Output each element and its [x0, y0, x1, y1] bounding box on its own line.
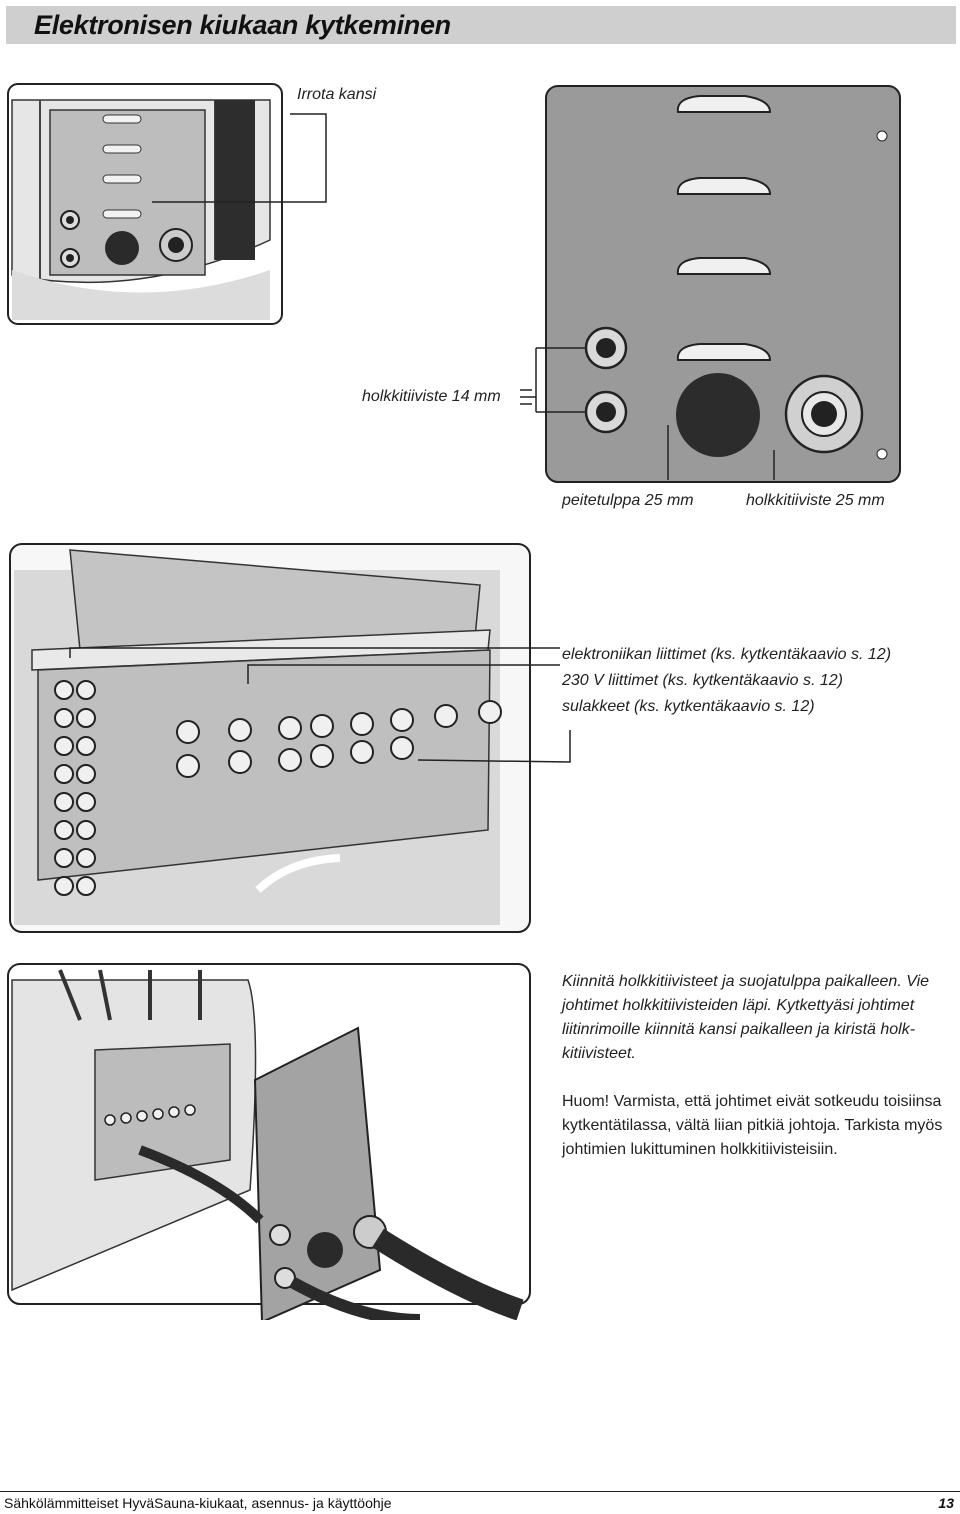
title-bar: Elektronisen kiukaan kytkeminen — [6, 6, 956, 44]
terminal-strip-230v — [176, 700, 502, 778]
instructions-paragraph-1: Kiinnitä holkkitiivisteet ja suojatulppa… — [562, 973, 930, 1062]
label-remove-cover: Irrota kansi — [297, 86, 377, 103]
label-electronics-terminals: elektroniikan liittimet (ks. kytkentäkaa… — [562, 646, 892, 663]
label-fuses: sulakkeet (ks. kytkentäkaavio s. 12) — [562, 698, 815, 715]
heater-cover-illustration — [7, 83, 901, 483]
label-230v-terminals: 230 V liittimet (ks. kytkentäkaavio s. 1… — [562, 672, 843, 689]
page-title: Elektronisen kiukaan kytkeminen — [34, 10, 451, 40]
label-gland-25mm: holkkitiiviste 25 mm — [746, 492, 885, 509]
terminal-blocks-illustration — [9, 543, 571, 933]
label-gland-14mm: holkkitiiviste 14 mm — [362, 388, 501, 405]
label-plug-25mm: peitetulppa 25 mm — [562, 492, 694, 509]
page-number: 13 — [938, 1495, 954, 1511]
footer-rule — [0, 1491, 960, 1492]
instructions-paragraph-2: Huom! Varmista, että johtimet eivät sotk… — [562, 1093, 943, 1158]
cover-installation-illustration — [7, 963, 531, 1320]
footer-document-title: Sähkölämmitteiset HyväSauna-kiukaat, ase… — [4, 1495, 392, 1511]
cover-panel-image — [545, 85, 901, 483]
terminal-strip-left — [54, 680, 96, 896]
instructions-block: Kiinnitä holkkitiivisteet ja suojatulppa… — [562, 970, 954, 1162]
heater-closeup-image — [7, 83, 283, 325]
